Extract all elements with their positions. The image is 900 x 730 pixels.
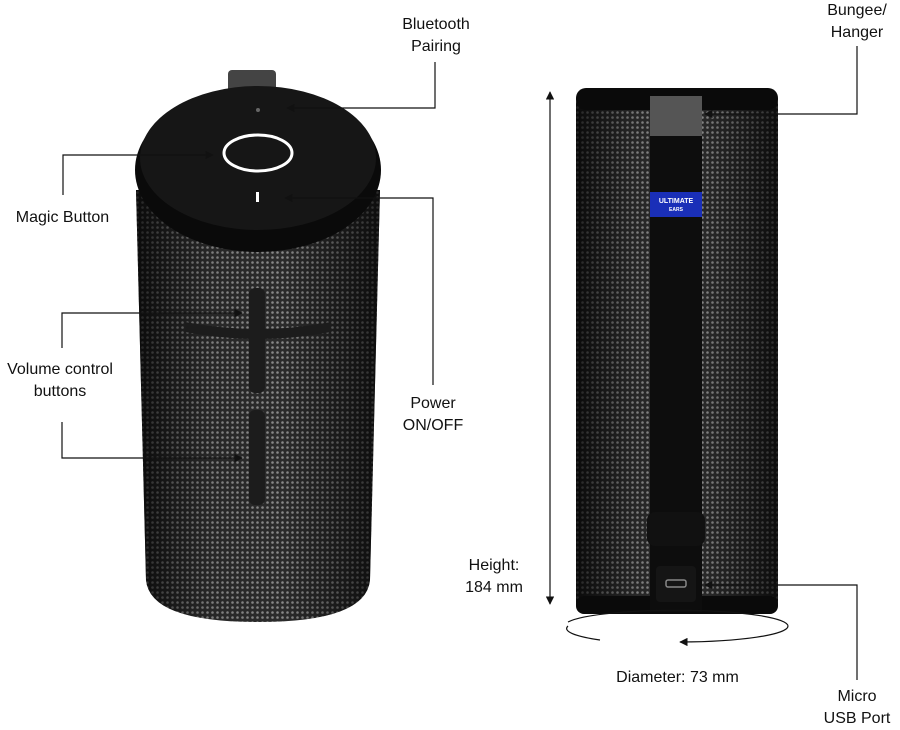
- label-magic-button: Magic Button: [15, 209, 110, 226]
- bluetooth-leader: [286, 62, 436, 113]
- bungee-hanger: [650, 96, 702, 136]
- svg-text:ULTIMATE: ULTIMATE: [659, 198, 694, 205]
- bungee-leader: [704, 46, 858, 119]
- label-bungee-hanger: Bungee/Hanger: [827, 2, 887, 41]
- volume-plus-button: [249, 288, 265, 393]
- magic-leader: [62, 150, 214, 195]
- bluetooth-button: [256, 108, 260, 112]
- leader-lines: [61, 46, 858, 680]
- label-diameter: Diameter: 73 mm: [616, 669, 739, 686]
- magic-button-ring: [222, 133, 294, 173]
- speaker-front-view: [135, 70, 381, 622]
- ultimate-ears-logo: [650, 192, 702, 217]
- diameter-arrow: [566, 609, 789, 642]
- volume-up-leader: [61, 308, 243, 348]
- power-button: [256, 192, 259, 202]
- strap-clip: [647, 512, 705, 546]
- power-leader: [284, 193, 434, 385]
- svg-text:EARS: EARS: [669, 207, 684, 213]
- volume-minus-button: [249, 410, 265, 505]
- speaker-back-view: ULTIMATE EARS: [576, 88, 778, 614]
- volume-down-leader: [61, 422, 243, 463]
- usb-leader: [704, 580, 858, 680]
- label-height: Height:184 mm: [465, 557, 523, 596]
- usb-port: [665, 579, 687, 588]
- usb-port-cover: [656, 566, 696, 602]
